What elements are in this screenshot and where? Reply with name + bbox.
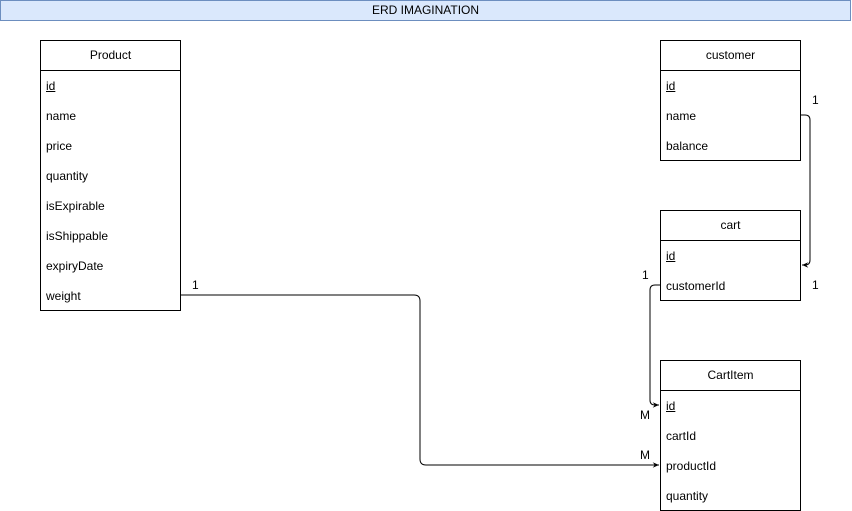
field: isExpirable [46, 199, 105, 213]
primary-key-field: id [666, 399, 676, 413]
primary-key-field: id [46, 79, 56, 93]
cardinality-label: 1 [192, 278, 199, 292]
edge-cart-cartitem[interactable] [649, 284, 660, 408]
entity-cart[interactable]: cart id customerId [660, 210, 801, 301]
field: quantity [46, 169, 89, 183]
field: balance [666, 139, 709, 153]
cardinality-label: M [640, 408, 650, 422]
field: name [46, 109, 77, 123]
field: weight [46, 289, 81, 303]
field: cartId [666, 429, 697, 443]
field: quantity [666, 489, 709, 503]
field: isShippable [46, 229, 109, 243]
entity-customer[interactable]: customer id name balance [660, 40, 801, 161]
edge-product-cartitem[interactable] [181, 294, 659, 468]
field: price [46, 139, 73, 153]
cardinality-label: 1 [812, 278, 819, 292]
entity-cartitem[interactable]: CartItem id cartId productId quantity [660, 360, 801, 511]
cardinality-label: 1 [642, 268, 649, 282]
primary-key-field: id [666, 249, 676, 263]
field: expiryDate [46, 259, 104, 273]
entity-header: cart [661, 211, 800, 241]
primary-key-field: id [666, 79, 676, 93]
diagram-title: ERD IMAGINATION [0, 0, 851, 21]
cardinality-label: M [640, 448, 650, 462]
field: name [666, 109, 697, 123]
entity-product[interactable]: Product id name price quantity isExpirab… [40, 40, 181, 311]
field: productId [666, 459, 717, 473]
field: customerId [666, 279, 726, 293]
cardinality-label: 1 [812, 93, 819, 107]
edge-customer-cart[interactable] [801, 114, 811, 268]
entity-header: CartItem [661, 361, 800, 391]
entity-header: customer [661, 41, 800, 71]
entity-header: Product [41, 41, 180, 71]
